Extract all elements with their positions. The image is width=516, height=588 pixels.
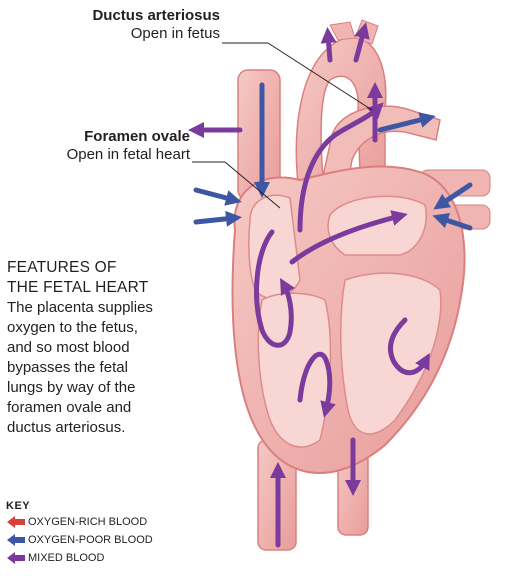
ductus-arteriosus-title: Ductus arteriosus xyxy=(65,7,220,25)
purple-arrow-icon xyxy=(7,552,25,564)
key-title: KEY xyxy=(6,500,206,512)
key-legend: KEY OXYGEN-RICH BLOOD OXYGEN-POOR BLOOD … xyxy=(6,500,206,584)
key-item-mixed: MIXED BLOOD xyxy=(28,550,104,566)
key-item-oxygen-poor: OXYGEN-POOR BLOOD xyxy=(28,532,153,548)
key-label-mixed: MIXED BLOOD xyxy=(28,552,104,564)
key-label-oxygen-poor: OXYGEN-POOR BLOOD xyxy=(28,534,153,546)
blue-arrow-icon xyxy=(7,534,25,546)
features-description: The placenta supplies oxygen to the fetu… xyxy=(7,298,162,438)
features-heading-line1: FEATURES OF xyxy=(7,258,162,278)
right-side-in-arrow-1 xyxy=(196,190,234,200)
features-block: FEATURES OF THE FETAL HEART The placenta… xyxy=(7,258,162,438)
key-item-oxygen-rich: OXYGEN-RICH BLOOD xyxy=(28,514,147,530)
foramen-ovale-subtitle: Open in fetal heart xyxy=(10,146,190,164)
red-arrow-icon xyxy=(7,516,25,528)
ductus-arteriosus-subtitle: Open in fetus xyxy=(65,25,220,43)
left-atrium xyxy=(328,196,426,255)
key-label-oxygen-rich: OXYGEN-RICH BLOOD xyxy=(28,516,147,528)
features-heading-line2: THE FETAL HEART xyxy=(7,278,162,298)
upper-left-vessel-arrow xyxy=(328,35,330,60)
right-side-in-arrow-2 xyxy=(196,218,234,222)
foramen-ovale-title: Foramen ovale xyxy=(10,128,190,146)
